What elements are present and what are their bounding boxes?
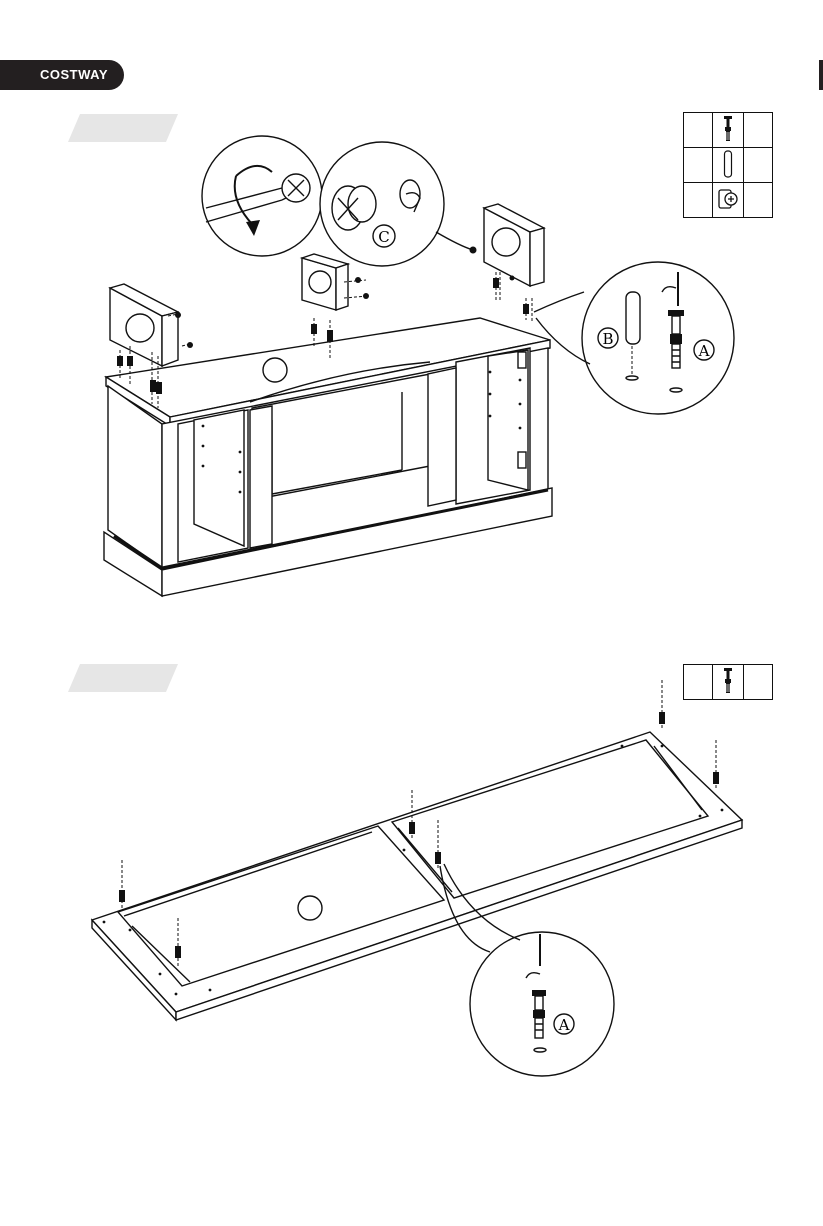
cam-lock-callout: C <box>320 142 473 266</box>
base-frame-drawing <box>92 680 742 1020</box>
callout-label-c: C <box>378 228 389 246</box>
callout-label-b: B <box>602 330 613 348</box>
cam-bolt-detail <box>535 1018 543 1038</box>
rotation-detail-callout <box>202 136 322 256</box>
part-number-marker <box>263 358 287 382</box>
fireplace-mantel-drawing <box>104 204 552 596</box>
dowel-detail <box>626 292 640 344</box>
callout-label-a: A <box>558 1016 570 1034</box>
callout-label-a: A <box>698 342 710 360</box>
part-number-marker <box>298 896 322 920</box>
dowel-bolt-callout: B A <box>534 262 734 414</box>
